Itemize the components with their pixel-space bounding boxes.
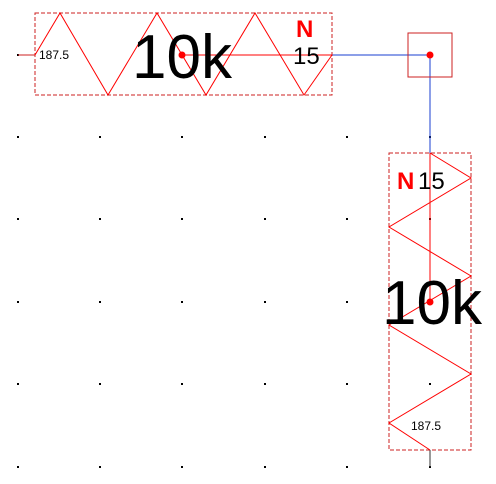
grid-dot bbox=[264, 383, 266, 385]
resistor-vertical-n-marker: N bbox=[397, 168, 414, 195]
grid-dot bbox=[264, 466, 266, 468]
resistor-horizontal-turns: 15 bbox=[293, 43, 320, 70]
resistor-vertical-pin-dot[interactable] bbox=[426, 298, 434, 306]
grid-dot bbox=[17, 301, 19, 303]
grid-dot bbox=[181, 466, 183, 468]
junction-node-icon[interactable] bbox=[426, 51, 434, 59]
grid-dot bbox=[17, 218, 19, 220]
grid-dot bbox=[264, 136, 266, 138]
grid-dot bbox=[99, 218, 101, 220]
grid-dot bbox=[99, 383, 101, 385]
resistor-vertical-value: 10k bbox=[382, 269, 483, 338]
resistor-vertical[interactable]: N 15 10k 187.5 bbox=[382, 152, 483, 467]
junction-box[interactable] bbox=[407, 32, 453, 78]
resistor-horizontal[interactable]: 187.5 10k 15 N bbox=[18, 12, 333, 96]
resistor-vertical-end-label: 187.5 bbox=[411, 419, 441, 433]
resistor-horizontal-outline bbox=[34, 12, 333, 96]
grid-dot bbox=[99, 301, 101, 303]
grid-dot bbox=[181, 218, 183, 220]
resistor-horizontal-value: 10k bbox=[132, 23, 233, 92]
grid-dot bbox=[429, 383, 431, 385]
grid-dot bbox=[17, 383, 19, 385]
grid-dot bbox=[181, 383, 183, 385]
resistor-vertical-turns: 15 bbox=[418, 168, 445, 195]
grid-dot bbox=[346, 218, 348, 220]
grid-dot bbox=[99, 136, 101, 138]
grid-dot bbox=[99, 466, 101, 468]
grid-dot bbox=[346, 136, 348, 138]
grid-dot bbox=[346, 383, 348, 385]
grid-dot bbox=[17, 466, 19, 468]
junction-box-outline bbox=[407, 32, 453, 78]
grid-dot bbox=[346, 466, 348, 468]
resistor-horizontal-n-marker: N bbox=[296, 16, 313, 43]
grid-dot bbox=[181, 301, 183, 303]
grid-dot bbox=[264, 301, 266, 303]
grid-dot bbox=[17, 136, 19, 138]
resistor-horizontal-pin-dot[interactable] bbox=[178, 51, 186, 59]
grid-dot bbox=[264, 218, 266, 220]
grid-dots bbox=[17, 54, 431, 468]
grid-dot bbox=[346, 301, 348, 303]
resistor-horizontal-end-label: 187.5 bbox=[39, 48, 69, 62]
grid-dot bbox=[181, 136, 183, 138]
